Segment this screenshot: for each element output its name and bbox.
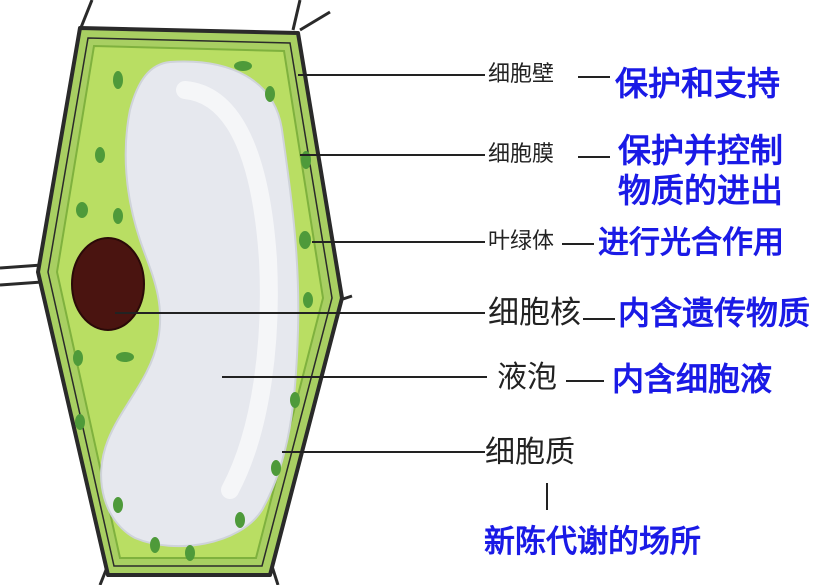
label-nucleus: 细胞核 — [488, 295, 581, 331]
dash-cell-wall — [578, 76, 610, 78]
chloroplasts — [73, 61, 313, 561]
cell-wall-inner-line — [47, 37, 333, 567]
label-chloroplast: 叶绿体 — [488, 229, 555, 254]
nucleus — [71, 237, 145, 331]
function-cell-membrane-line2: 物质的进出 — [618, 171, 783, 210]
vacuole-shine — [176, 81, 278, 499]
function-vacuole: 内含细胞液 — [612, 360, 773, 398]
leader-lines — [115, 74, 548, 510]
label-vacuole: 液泡 — [497, 360, 557, 395]
function-cell-wall: 保护和支持 — [615, 64, 780, 103]
function-cell-membrane-line1: 保护并控制 — [618, 131, 783, 170]
function-chloroplast: 进行光合作用 — [598, 225, 784, 261]
label-cytoplasm: 细胞质 — [485, 435, 575, 470]
dash-vacuole — [566, 380, 604, 382]
dash-chloroplast — [562, 243, 594, 245]
function-cytoplasm: 新陈代谢的场所 — [484, 524, 701, 560]
label-cell-membrane: 细胞膜 — [488, 142, 555, 167]
function-nucleus: 内含遗传物质 — [618, 294, 811, 332]
dash-cell-membrane — [578, 156, 610, 158]
label-cell-wall: 细胞壁 — [488, 62, 555, 87]
dash-nucleus — [583, 318, 615, 320]
